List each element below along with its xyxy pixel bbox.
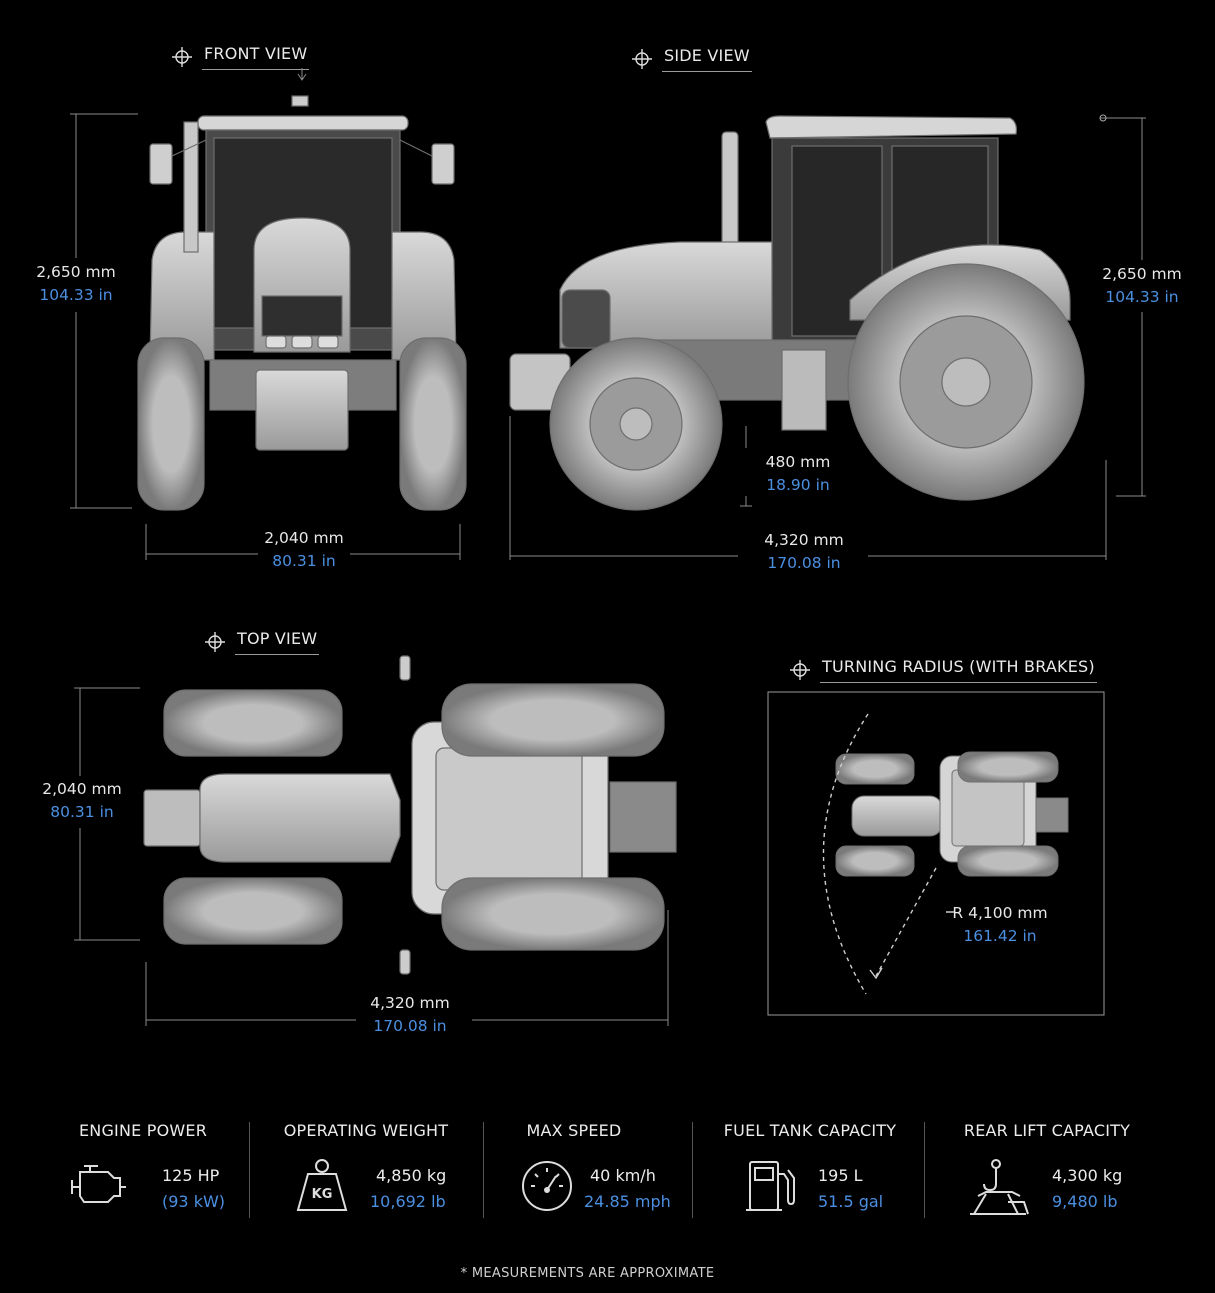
turning-radius-title: TURNING RADIUS (WITH BRAKES): [790, 657, 1097, 683]
spec-fuel-tank-capacity: FUEL TANK CAPACITY 195 L 51.5 gal: [712, 1118, 908, 1223]
spec-sub-value: 51.5 gal: [818, 1192, 884, 1211]
spec-sub-value: 10,692 lb: [370, 1192, 446, 1211]
divider: [924, 1122, 925, 1218]
side-view-title: SIDE VIEW: [632, 46, 752, 72]
front-height-dimension: 2,650 mm 104.33 in: [36, 263, 116, 304]
divider: [692, 1122, 693, 1218]
divider: [483, 1122, 484, 1218]
front-view-title: FRONT VIEW: [172, 44, 310, 70]
fuel-pump-icon: [746, 1161, 795, 1211]
hook-lift-icon: [970, 1159, 1029, 1215]
dimension-lines: [70, 68, 1146, 1026]
top-width-dimension: 2,040 mm 80.31 in: [42, 780, 122, 821]
side-height-dimension: 2,650 mm 104.33 in: [1102, 265, 1182, 306]
side-view-tractor: [509, 115, 1085, 511]
front-width-dimension: 2,040 mm 80.31 in: [264, 529, 344, 570]
footnote: * MEASUREMENTS ARE APPROXIMATE: [460, 1266, 715, 1281]
marker-icon: [1099, 114, 1107, 122]
arrow-icon: [869, 967, 883, 980]
top-view-label: TOP VIEW: [235, 629, 320, 655]
spec-engine-power: ENGINE POWER 125 HP (93 kW): [40, 1118, 246, 1223]
turning-arc: [822, 713, 937, 995]
crosshair-icon: [172, 47, 192, 67]
crosshair-icon: [790, 660, 810, 680]
top-view-tractor: [143, 655, 677, 975]
weight-icon: KG: [296, 1159, 348, 1211]
weight-icon-text: KG: [312, 1187, 333, 1202]
turning-radius-tractor: [835, 751, 1069, 877]
side-view-label: SIDE VIEW: [662, 46, 752, 72]
top-length-dimension: 4,320 mm 170.08 in: [370, 994, 450, 1035]
spec-max-speed: MAX SPEED 40 km/h 24.85 mph: [490, 1118, 690, 1223]
spec-value: 195 L: [818, 1166, 863, 1185]
side-length-dimension: 4,320 mm 170.08 in: [764, 531, 844, 572]
spec-label: OPERATING WEIGHT: [283, 1121, 449, 1140]
spec-value: 40 km/h: [590, 1166, 656, 1185]
engine-icon: [71, 1165, 126, 1203]
spec-rear-lift-capacity: REAR LIFT CAPACITY 4,300 kg 9,480 lb: [946, 1118, 1148, 1223]
spec-value: 125 HP: [162, 1166, 220, 1185]
spec-value: 4,850 kg: [376, 1166, 447, 1185]
divider: [249, 1122, 250, 1218]
spec-label: FUEL TANK CAPACITY: [723, 1121, 897, 1140]
top-view-title: TOP VIEW: [205, 629, 320, 655]
spec-sub-value: 24.85 mph: [584, 1192, 671, 1211]
blueprint-canvas: [70, 68, 1146, 1026]
front-view-label: FRONT VIEW: [202, 44, 310, 70]
front-view-tractor: [137, 95, 467, 511]
spec-label: MAX SPEED: [526, 1121, 622, 1140]
speedometer-icon: [522, 1161, 572, 1211]
turning-radius-label: TURNING RADIUS (WITH BRAKES): [820, 657, 1097, 683]
crosshair-icon: [632, 49, 652, 69]
spec-value: 4,300 kg: [1052, 1166, 1123, 1185]
turning-radius-dimension: R 4,100 mm 161.42 in: [952, 904, 1048, 945]
spec-operating-weight: OPERATING WEIGHT KG 4,850 kg 10,692 lb: [262, 1118, 470, 1223]
spec-sub-value: 9,480 lb: [1052, 1192, 1118, 1211]
crosshair-icon: [205, 632, 225, 652]
spec-label: REAR LIFT CAPACITY: [963, 1121, 1131, 1140]
spec-sub-value: (93 kW): [162, 1192, 226, 1211]
side-clearance-dimension: 480 mm 18.90 in: [765, 453, 831, 494]
spec-label: ENGINE POWER: [78, 1121, 208, 1140]
